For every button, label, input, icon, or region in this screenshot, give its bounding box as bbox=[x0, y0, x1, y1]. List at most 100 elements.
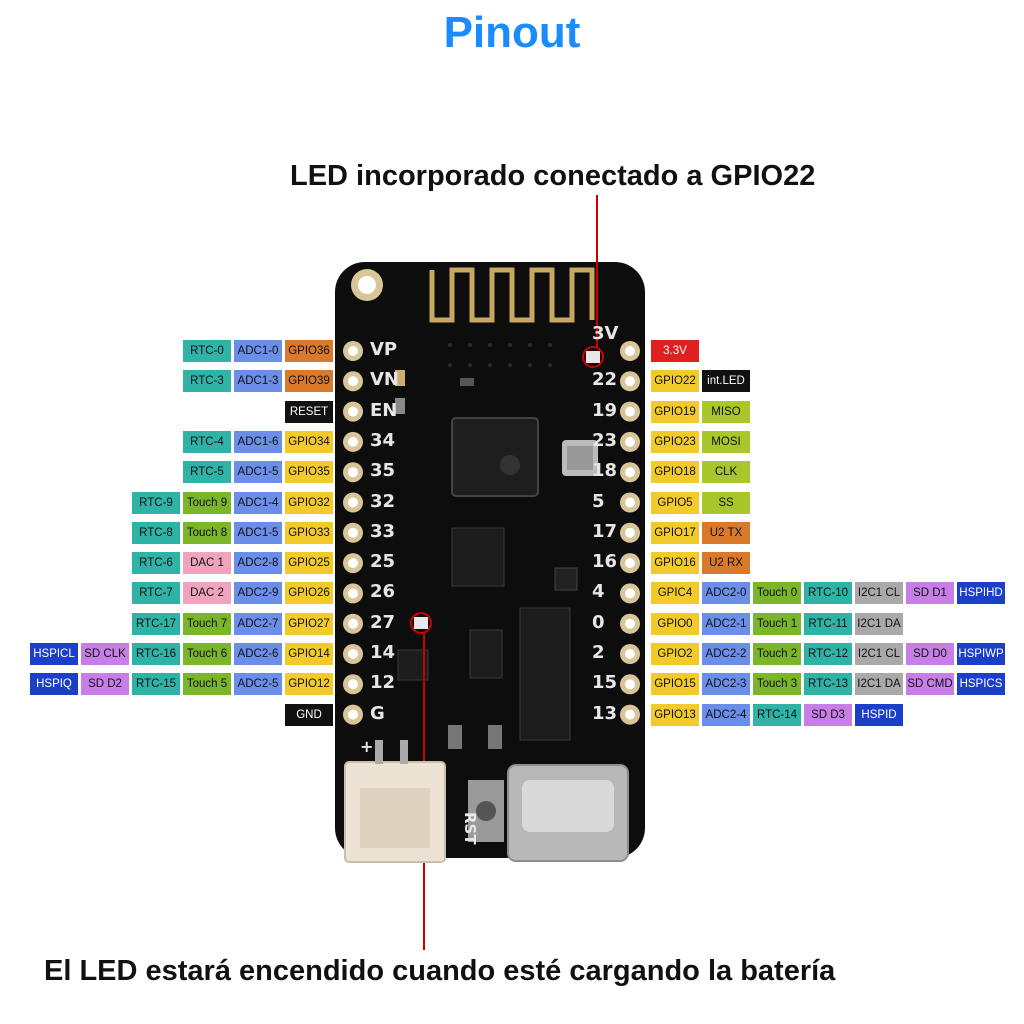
pin-label-gpio5: GPIO5 bbox=[651, 491, 699, 514]
pin-label-i2c1-da: I2C1 DA bbox=[855, 673, 903, 696]
pin-label-mosi: MOSI bbox=[702, 430, 750, 453]
pin-label-rtc-9: RTC-9 bbox=[132, 491, 180, 514]
pin-label-adc2-6: ADC2-6 bbox=[234, 643, 282, 665]
pad-hole-right-19 bbox=[625, 406, 635, 417]
pin-label-gpio36: GPIO36 bbox=[285, 340, 333, 362]
pin-label-gpio23: GPIO23 bbox=[651, 430, 699, 453]
pin-label-rtc-14: RTC-14 bbox=[753, 703, 801, 726]
pad-hole-left-14 bbox=[348, 649, 358, 659]
pad-hole-right-22 bbox=[625, 376, 635, 387]
pin-label-hspics: HSPICS bbox=[957, 673, 1005, 696]
pin-number-right-0: 0 bbox=[592, 611, 605, 633]
pin-number-right-15: 15 bbox=[592, 672, 618, 694]
regulator-chip bbox=[469, 629, 503, 679]
pin-label-touch-1: Touch 1 bbox=[753, 612, 801, 635]
pin-label-gpio15: GPIO15 bbox=[651, 673, 699, 696]
pad-hole-left-27 bbox=[348, 618, 358, 629]
led-gpio22-note: LED incorporado conectado a GPIO22 bbox=[290, 160, 816, 192]
pin-label-adc1-5: ADC1-5 bbox=[234, 521, 282, 544]
pin-label-gnd: GND bbox=[285, 703, 333, 726]
pin-label-i2c1-cl: I2C1 CL bbox=[855, 582, 903, 605]
pin-label-hspicl: HSPICL bbox=[30, 643, 78, 665]
pin-label-adc2-4: ADC2-4 bbox=[702, 703, 750, 726]
battery-plus-label: + bbox=[360, 737, 373, 756]
pin-number-left-25: 25 bbox=[370, 551, 396, 573]
pin-label-sd-d2: SD D2 bbox=[81, 673, 129, 696]
pad-hole-right-0 bbox=[625, 618, 635, 629]
pad-hole-left-25 bbox=[348, 558, 358, 569]
pin-label-adc1-5: ADC1-5 bbox=[234, 461, 282, 484]
pin-label-gpio19: GPIO19 bbox=[651, 400, 699, 423]
pad-hole-right-17 bbox=[625, 527, 635, 538]
pin-label-adc1-0: ADC1-0 bbox=[234, 340, 282, 362]
pin-label-touch-6: Touch 6 bbox=[183, 643, 231, 665]
pad-hole-right-15 bbox=[625, 679, 635, 690]
flash-chip bbox=[451, 527, 505, 587]
pin-label-gpio0: GPIO0 bbox=[651, 612, 699, 635]
pin-label-hspid: HSPID bbox=[855, 703, 903, 726]
charge-led-note: El LED estará encendido cuando esté carg… bbox=[44, 955, 836, 987]
pin-label-gpic4: GPIC4 bbox=[651, 582, 699, 605]
pin-label-adc2-3: ADC2-3 bbox=[702, 673, 750, 696]
rst-silk-label: RST bbox=[461, 812, 479, 845]
pin-label-gpio18: GPIO18 bbox=[651, 461, 699, 484]
pad-hole-right-13 bbox=[625, 709, 635, 720]
pin-label-gpio2: GPIO2 bbox=[651, 643, 699, 665]
pin-label-adc2-1: ADC2-1 bbox=[702, 612, 750, 635]
pin-label-rtc-11: RTC-11 bbox=[804, 612, 852, 635]
pin-number-left-g: G bbox=[370, 702, 385, 724]
pin-label-touch-7: Touch 7 bbox=[183, 612, 231, 635]
pin-label-sd-d0: SD D0 bbox=[906, 643, 954, 665]
pin-label-touch-8: Touch 8 bbox=[183, 521, 231, 544]
pad-hole-right-18 bbox=[625, 467, 635, 478]
pin-label-adc2-5: ADC2-5 bbox=[234, 673, 282, 696]
pin-label-gpio16: GPIO16 bbox=[651, 552, 699, 575]
via-grid bbox=[448, 343, 552, 367]
pin-label-i2c1-cl: I2C1 CL bbox=[855, 643, 903, 665]
pin-label-u2-tx: U2 TX bbox=[702, 521, 750, 544]
pin-label-gpio17: GPIO17 bbox=[651, 521, 699, 544]
pin-label-adc1-3: ADC1-3 bbox=[234, 370, 282, 393]
gpio22-led bbox=[586, 351, 600, 363]
pin-label-adc2-8: ADC2-8 bbox=[234, 552, 282, 575]
pin-number-right-13: 13 bbox=[592, 702, 618, 724]
pin-label-rtc-5: RTC-5 bbox=[183, 461, 231, 484]
pin-label-touch-2: Touch 2 bbox=[753, 643, 801, 665]
pin-label-hspiq: HSPIQ bbox=[30, 673, 78, 696]
pin-label-adc2-7: ADC2-7 bbox=[234, 612, 282, 635]
pin-label-dac-1: DAC 1 bbox=[183, 552, 231, 575]
pin-label-rtc-17: RTC-17 bbox=[132, 612, 180, 635]
pad-hole-right-2 bbox=[625, 649, 635, 659]
pin-label-rtc-4: RTC-4 bbox=[183, 430, 231, 453]
pin-label-adc2-0: ADC2-0 bbox=[702, 582, 750, 605]
pin-label-sd-cmd: SD CMD bbox=[906, 673, 954, 696]
pin-pads bbox=[343, 341, 640, 725]
pad-hole-right-23 bbox=[625, 436, 635, 447]
pin-label-int-led: int.LED bbox=[702, 370, 750, 393]
pad-hole-left-35 bbox=[348, 467, 358, 478]
pad-hole-left-vp bbox=[348, 346, 358, 356]
pin-label-gpio33: GPIO33 bbox=[285, 521, 333, 544]
pad-hole-right-16 bbox=[625, 558, 635, 569]
pin-number-left-32: 32 bbox=[370, 490, 396, 512]
pin-label-clk: CLK bbox=[702, 461, 750, 484]
pad-hole-left-g bbox=[348, 709, 358, 720]
pin-label-adc1-6: ADC1-6 bbox=[234, 430, 282, 453]
pin-number-right-19: 19 bbox=[592, 399, 618, 421]
pin-label-rtc-13: RTC-13 bbox=[804, 673, 852, 696]
pin-label-gpio35: GPIO35 bbox=[285, 461, 333, 484]
pin-number-left-26: 26 bbox=[370, 581, 396, 603]
pin-number-left-14: 14 bbox=[370, 642, 396, 663]
pin-label-gpio14: GPIO14 bbox=[285, 643, 333, 665]
pad-hole-left-34 bbox=[348, 436, 358, 447]
pin-label-touch-5: Touch 5 bbox=[183, 673, 231, 696]
pin-label-rtc-10: RTC-10 bbox=[804, 582, 852, 605]
pin-label-hspiwp: HSPIWP bbox=[957, 643, 1005, 665]
pin-label-rtc-16: RTC-16 bbox=[132, 643, 180, 665]
pad-hole-left-vn bbox=[348, 376, 358, 387]
antenna-trace bbox=[429, 267, 595, 323]
pin-label-touch-9: Touch 9 bbox=[183, 491, 231, 514]
pin-label-3-3v: 3.3V bbox=[651, 340, 699, 362]
pin-label-adc2-9: ADC2-9 bbox=[234, 582, 282, 605]
